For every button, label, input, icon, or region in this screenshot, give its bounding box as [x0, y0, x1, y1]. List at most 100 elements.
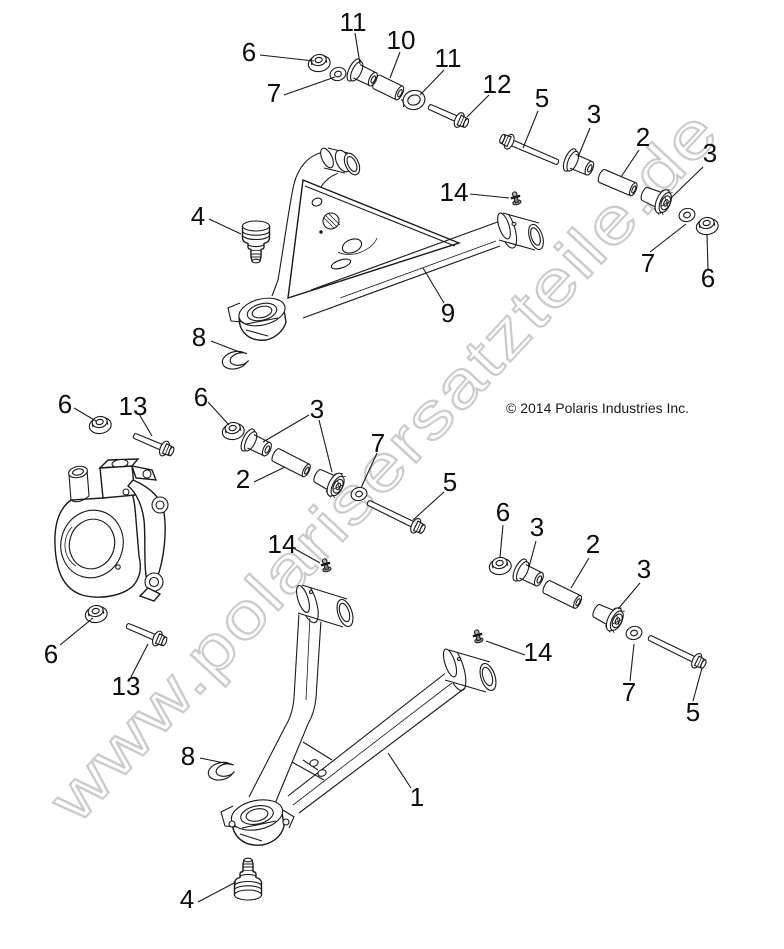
callout-bushing: 11 [340, 7, 367, 65]
svg-text:2: 2 [636, 122, 650, 152]
flange-nut [694, 215, 721, 237]
svg-text:13: 13 [112, 671, 141, 701]
bolt [130, 427, 177, 460]
svg-text:11: 11 [340, 7, 367, 37]
bushing [587, 597, 628, 636]
flange-nut [220, 420, 247, 442]
callout-flange-nut: 6 [194, 382, 230, 426]
callout-bushing: 3 [670, 138, 717, 199]
callout-spacer: 2 [570, 529, 600, 589]
callout-bolt: 13 [112, 643, 149, 701]
svg-text:14: 14 [440, 177, 469, 207]
svg-text:3: 3 [310, 394, 324, 424]
flange-nut [83, 603, 110, 625]
callout-flange-nut: 6 [242, 37, 315, 67]
callout-bushing: 11 [419, 43, 462, 96]
callout-grease-fitting: 14 [440, 177, 510, 207]
snap-ring [219, 348, 251, 373]
snap-ring [205, 759, 237, 784]
callout-flange-nut: 6 [496, 497, 510, 558]
callout-bolt: 12 [466, 69, 512, 118]
callout-washer: 7 [622, 643, 636, 707]
svg-text:5: 5 [443, 467, 457, 497]
svg-text:1: 1 [410, 782, 424, 812]
svg-text:8: 8 [181, 741, 195, 771]
callout-snap-ring: 8 [181, 741, 235, 771]
svg-text:4: 4 [191, 201, 205, 231]
callout-upper-control-arm: 9 [422, 267, 455, 328]
upper-control-arm [227, 147, 544, 341]
svg-text:2: 2 [586, 529, 600, 559]
callout-ball-joint: 4 [180, 881, 237, 914]
svg-text:7: 7 [267, 78, 281, 108]
svg-text:8: 8 [192, 322, 206, 352]
svg-text:10: 10 [387, 25, 416, 55]
svg-text:14: 14 [268, 529, 297, 559]
callout-bolt: 5 [522, 83, 549, 149]
svg-text:11: 11 [435, 43, 462, 73]
bushing [509, 556, 548, 593]
svg-text:6: 6 [58, 389, 72, 419]
lower-control-arm [220, 584, 497, 846]
bolt [644, 629, 710, 673]
callout-flange-nut: 6 [58, 389, 97, 422]
spacer-tube [370, 73, 407, 102]
ball-joint [241, 220, 271, 264]
copyright-text: © 2014 Polaris Industries Inc. [506, 400, 689, 416]
callout-bushing: 3 [528, 512, 544, 568]
svg-text:2: 2 [236, 464, 250, 494]
ball-joint [233, 857, 263, 901]
bolt [424, 98, 472, 132]
callout-grease-fitting: 14 [268, 529, 321, 564]
callout-spacer: 2 [236, 464, 286, 494]
svg-text:9: 9 [441, 298, 455, 328]
callout-bushing: 3 [617, 554, 651, 610]
callout-grease-fitting: 14 [485, 637, 553, 667]
washer [328, 65, 348, 83]
callout-lower-control-arm: 1 [387, 752, 424, 812]
bolt [496, 130, 562, 171]
callout-bolt: 5 [686, 667, 703, 727]
svg-text:14: 14 [524, 637, 553, 667]
callout-washer: 7 [267, 76, 336, 108]
grease-fitting [508, 189, 524, 207]
svg-text:7: 7 [641, 248, 655, 278]
callout-spacer: 2 [620, 122, 650, 178]
callout-flange-nut: 6 [701, 234, 715, 293]
callout-washer: 7 [641, 223, 687, 278]
svg-text:3: 3 [530, 512, 544, 542]
svg-text:6: 6 [194, 382, 208, 412]
svg-text:5: 5 [686, 697, 700, 727]
callout-bushing: 3 [577, 99, 601, 158]
callout-bushing: 3 [262, 394, 333, 473]
callout-bolt: 13 [119, 391, 153, 437]
steering-knuckle [54, 458, 169, 602]
svg-text:13: 13 [119, 391, 148, 421]
svg-text:6: 6 [242, 37, 256, 67]
washer [677, 206, 697, 224]
svg-text:6: 6 [44, 639, 58, 669]
callout-spacer: 10 [387, 25, 416, 79]
svg-text:6: 6 [496, 497, 510, 527]
callout-bolt: 5 [412, 467, 457, 521]
callout-snap-ring: 8 [192, 322, 243, 354]
svg-text:12: 12 [483, 69, 512, 99]
svg-text:5: 5 [535, 83, 549, 113]
callouts: 6 7 11 10 11 12 5 3 2 3 14 7 6 4 9 8 6 1… [44, 7, 717, 914]
grease-fitting [470, 627, 486, 645]
svg-text:7: 7 [622, 677, 636, 707]
svg-text:3: 3 [637, 554, 651, 584]
bushing [560, 146, 598, 182]
spacer-tube [269, 446, 313, 479]
svg-text:4: 4 [180, 884, 194, 914]
washer [624, 624, 644, 642]
svg-text:3: 3 [587, 99, 601, 129]
callout-washer: 7 [360, 428, 385, 489]
svg-text:3: 3 [703, 138, 717, 168]
callout-ball-joint: 4 [191, 201, 242, 235]
callout-flange-nut: 6 [44, 617, 94, 669]
flange-nut [306, 52, 333, 74]
bolt [123, 617, 170, 650]
